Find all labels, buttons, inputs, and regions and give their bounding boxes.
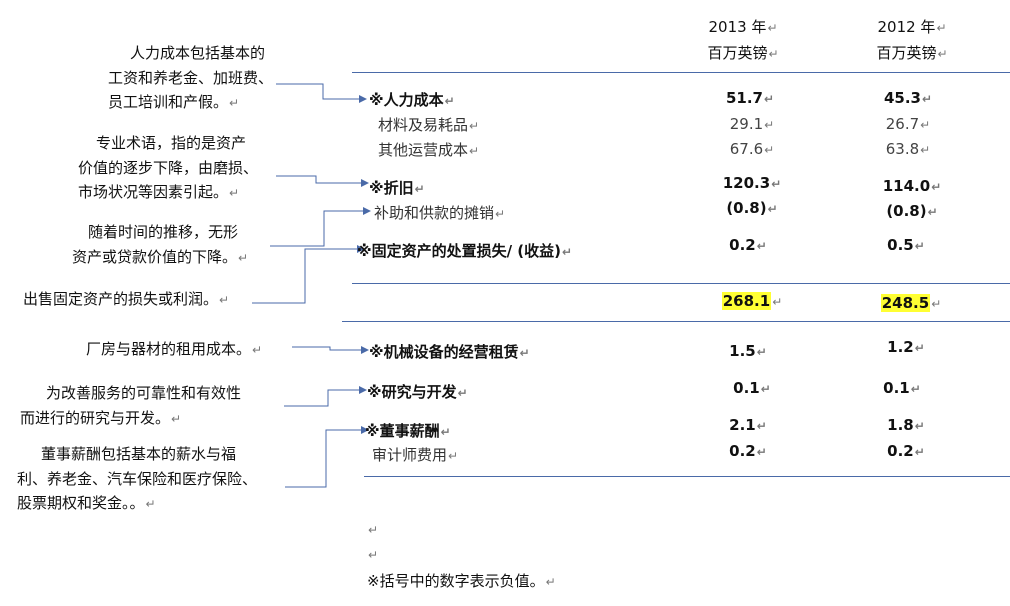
row-label-amortization: 补助和供款的摊销↵ [374, 204, 506, 222]
row-label-lease: ※机械设备的经营租赁↵ [369, 343, 530, 361]
row-label-materials: 材料及易耗品↵ [378, 116, 480, 134]
value-2013-materials: 29.1↵ [729, 115, 775, 133]
rule-top [352, 72, 1010, 73]
note-amortization: 随着时间的推移，无形 资产或贷款价值的下降。↵ [72, 223, 249, 266]
column-header-2013: 2013 年↵ 百万英镑↵ [707, 18, 779, 62]
value-2013-rnd: 0.1↵ [733, 379, 771, 397]
value-2012-labor: 45.3↵ [883, 89, 933, 107]
empty-paragraph-mark: ↵ [368, 548, 379, 562]
arrow-amortization [270, 207, 371, 247]
value-2012-rnd: 0.1↵ [883, 379, 921, 397]
arrow-rnd [284, 386, 367, 407]
rule-subtotal-bottom [342, 321, 1010, 322]
row-label-directors: ※董事薪酬↵ [365, 422, 451, 440]
value-2013-other-costs: 67.6↵ [729, 140, 775, 158]
row-label-depreciation: ※折旧↵ [369, 179, 425, 197]
row-label-other-costs: 其他运营成本↵ [378, 141, 480, 159]
note-lease: 厂房与器材的租用成本。↵ [86, 340, 263, 358]
footnote: ※括号中的数字表示负值。↵ [367, 572, 556, 590]
value-2012-directors: 1.8↵ [887, 416, 925, 434]
value-2013-auditor: 0.2↵ [729, 442, 767, 460]
arrow-disposal [252, 245, 365, 304]
value-2012-lease: 1.2↵ [887, 338, 925, 356]
value-2013-disposal: 0.2↵ [729, 236, 767, 254]
row-label-labor: ※人力成本↵ [369, 91, 455, 109]
arrow-lease [292, 346, 369, 354]
value-2013-depreciation: 120.3↵ [722, 174, 782, 192]
value-2013-amortization: (0.8)↵ [726, 199, 778, 217]
row-label-auditor: 审计师费用↵ [372, 446, 459, 464]
note-disposal: 出售固定资产的损失或利润。↵ [23, 290, 230, 308]
value-2012-amortization: (0.8)↵ [886, 202, 938, 220]
value-2013-labor: 51.7↵ [725, 89, 775, 107]
rule-bottom [364, 476, 1010, 477]
value-2012-depreciation: 114.0↵ [882, 177, 942, 195]
value-2012-disposal: 0.5↵ [887, 236, 925, 254]
arrow-labor [276, 83, 367, 103]
arrow-depreciation [276, 175, 369, 187]
value-2013-subtotal: 268.1↵ [721, 292, 783, 310]
value-2012-materials: 26.7↵ [885, 115, 931, 133]
value-2012-other-costs: 63.8↵ [885, 140, 931, 158]
empty-paragraph-mark: ↵ [368, 523, 379, 537]
value-2013-lease: 1.5↵ [729, 342, 767, 360]
value-2012-subtotal: 248.5↵ [880, 294, 942, 312]
column-unit: 百万英镑 [876, 44, 937, 62]
value-2012-auditor: 0.2↵ [887, 442, 925, 460]
arrow-directors [285, 426, 369, 488]
column-year: 2012 年 [877, 18, 936, 36]
column-header-2012: 2012 年↵ 百万英镑↵ [876, 18, 948, 62]
note-rnd: 为改善服务的可靠性和有效性 而进行的研究与开发。↵ [20, 384, 242, 427]
note-labor-cost: 人力成本包括基本的 工资和养老金、加班费、 员工培训和产假。↵ [108, 44, 274, 111]
value-2013-directors: 2.1↵ [729, 416, 767, 434]
row-label-disposal: ※固定资产的处置损失/ (收益)↵ [357, 242, 573, 260]
column-year: 2013 年 [708, 18, 767, 36]
rule-subtotal-top [352, 283, 1010, 284]
column-unit: 百万英镑 [707, 44, 768, 62]
note-directors: 董事薪酬包括基本的薪水与福 利、养老金、汽车保险和医疗保险、 股票期权和奖金。。… [17, 445, 258, 512]
note-depreciation: 专业术语，指的是资产 价值的逐步下降，由磨损、 市场状况等因素引起。↵ [78, 134, 259, 201]
row-label-rnd: ※研究与开发↵ [367, 383, 468, 401]
